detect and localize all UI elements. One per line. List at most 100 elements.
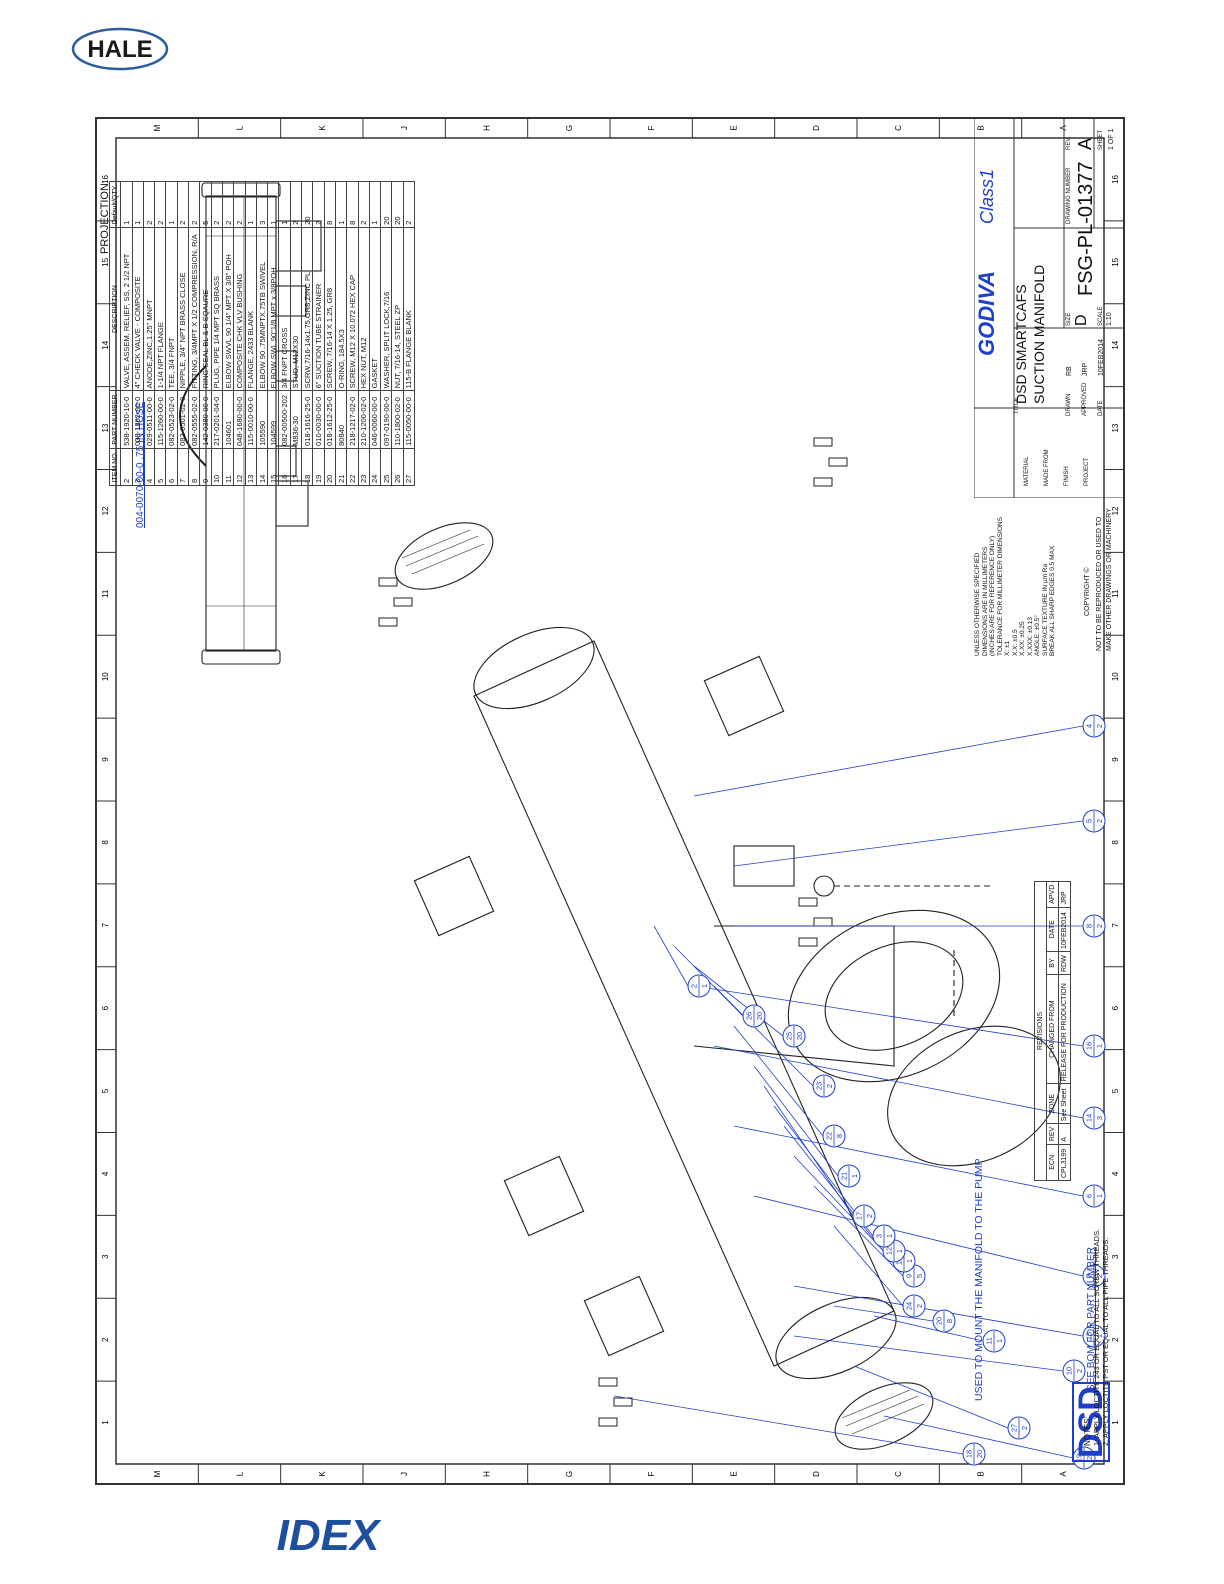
bom-qty: 1 xyxy=(267,181,279,228)
main-manifold-tube xyxy=(473,640,895,1367)
bom-description: VALVE, ASSEM, RELIEF, SS, 2 1/2 NPT xyxy=(120,227,133,391)
bom-part-number: 046-0060-00-0 xyxy=(369,390,381,449)
drawing-number: FSG-PL-01377 xyxy=(1075,161,1097,296)
assembly-inset-view xyxy=(179,182,322,665)
bom-part-number: 115-1260-00-0 xyxy=(154,390,166,449)
balloon-qty: 20 xyxy=(755,1012,764,1020)
bom-part-number: 110-1800-02-0 xyxy=(391,390,404,449)
bom-qty: 1 xyxy=(120,181,133,228)
balloon-qty: 2 xyxy=(825,1084,834,1088)
bom-description: WASHER, SPLIT LOCK,7/16 xyxy=(380,227,392,391)
bom-part-number: M836-30 xyxy=(290,390,302,449)
zone-col-label: 7 xyxy=(101,923,110,928)
bom-qty: 5 xyxy=(199,181,212,228)
bom-item-no: 18 xyxy=(301,448,313,486)
leader-line xyxy=(833,1225,904,1307)
leader-line xyxy=(693,985,1084,1047)
bom-item-no: 12 xyxy=(233,448,246,486)
balloon-item: 10 xyxy=(1065,1367,1074,1375)
balloon-qty: 2 xyxy=(1095,1274,1104,1278)
balloon-qty: 1 xyxy=(1095,1334,1104,1338)
relief-valve-body xyxy=(733,845,795,887)
rev-col-ecn: ECN xyxy=(1046,1144,1059,1181)
bom-qty: 1 xyxy=(335,181,347,228)
screw xyxy=(378,617,398,627)
zone-col-label: 7 xyxy=(1111,923,1120,928)
leader-line xyxy=(613,1395,964,1455)
balloon-item: 19 xyxy=(1075,1454,1084,1462)
revisions-table: REVISIONS ECN REV ZONE CHANGED FROM BY D… xyxy=(1034,881,1071,1181)
bom-item-no: 13 xyxy=(245,448,257,486)
zone-row-label: M xyxy=(153,1470,162,1477)
cross-fitting xyxy=(813,875,835,897)
bom-part-number: 038-1862-00-0 xyxy=(132,390,144,449)
zone-col-label: 1 xyxy=(101,1420,110,1425)
bom-description: ELBOW SWL 90"1/8 MPT x 3/8POH xyxy=(267,227,279,391)
notes-title: NOTES: xyxy=(1083,1416,1092,1446)
zone-row-label: C xyxy=(894,125,903,131)
bom-part-number: 097-0190-00-0 xyxy=(380,390,392,449)
zone-row-label: B xyxy=(977,125,986,130)
tolerance-line: TOLERANCE FOR MILLIMETER DIMENSIONS xyxy=(996,517,1004,656)
bom-part-number: 082-00500-202 xyxy=(278,390,291,449)
bom-col-desc: DESCRIPTION xyxy=(109,227,121,391)
screw xyxy=(813,437,833,447)
leader-line xyxy=(793,1335,1064,1372)
bom-item-no: 22 xyxy=(346,448,359,486)
leader-line xyxy=(763,1085,854,1217)
balloon-qty: 2 xyxy=(1020,1426,1029,1430)
rev-col-apvd: APVD xyxy=(1046,881,1059,908)
strainer-left-mesh xyxy=(841,1389,925,1435)
zone-col-label: 15 xyxy=(101,257,110,266)
zone-row-label: H xyxy=(483,1471,492,1477)
bom-part-number: 538-1920-10-0 xyxy=(120,390,133,449)
bom-description: RING SEAL BL & B SQAURE xyxy=(199,227,212,391)
inset-check-valve xyxy=(275,220,322,272)
zone-row-label: G xyxy=(565,125,574,131)
bom-description: ANODE,ZINC,1.25" MNPT xyxy=(143,227,155,391)
bom-col-part: PART NUMBER xyxy=(109,390,121,449)
bom-part-number: 104601 xyxy=(222,390,234,449)
rev-changed: RELEASE FOR PRODUCTION xyxy=(1058,974,1071,1084)
screw xyxy=(813,477,833,487)
balloon-item: 17 xyxy=(855,1212,864,1220)
bom-qty: 3 xyxy=(256,181,268,228)
leader-line xyxy=(733,820,1084,867)
flange-lower-left xyxy=(503,1155,585,1237)
balloon-item: 4 xyxy=(1085,724,1094,728)
bom-qty: 2 xyxy=(233,181,246,228)
pump-mount-note: USED TO MOUNT THE MANIFOLD TO THE PUMP xyxy=(973,1158,985,1401)
bom-header-row: ITEM NO. PART NUMBER DESCRIPTION Default… xyxy=(109,181,121,486)
zone-row-label: F xyxy=(647,1471,656,1476)
note-line-1: 1. APPLY LOCTITE 243 OR EQUAL TO ALL SCR… xyxy=(1092,1228,1101,1446)
screw xyxy=(798,937,818,947)
tolerance-line: X.X: ±0.5 xyxy=(1011,629,1019,656)
bom-item-no: 21 xyxy=(335,448,347,486)
zone-row-label: A xyxy=(1059,1471,1068,1477)
bom-item-no: 11 xyxy=(222,448,234,486)
rev-col-zone: ZONE xyxy=(1046,1083,1059,1124)
tube-end-right xyxy=(473,626,595,710)
inset-hose xyxy=(179,365,207,467)
screw xyxy=(798,897,818,907)
rev-date: 10FEB2014 xyxy=(1058,907,1071,952)
zone-row-label: D xyxy=(812,125,821,131)
zone-col-label: 13 xyxy=(101,423,110,432)
bom-item-no: 27 xyxy=(403,448,415,486)
project-label: PROJECT xyxy=(1084,457,1090,486)
screw xyxy=(598,1377,618,1387)
revisions-title: REVISIONS xyxy=(1034,881,1047,1181)
